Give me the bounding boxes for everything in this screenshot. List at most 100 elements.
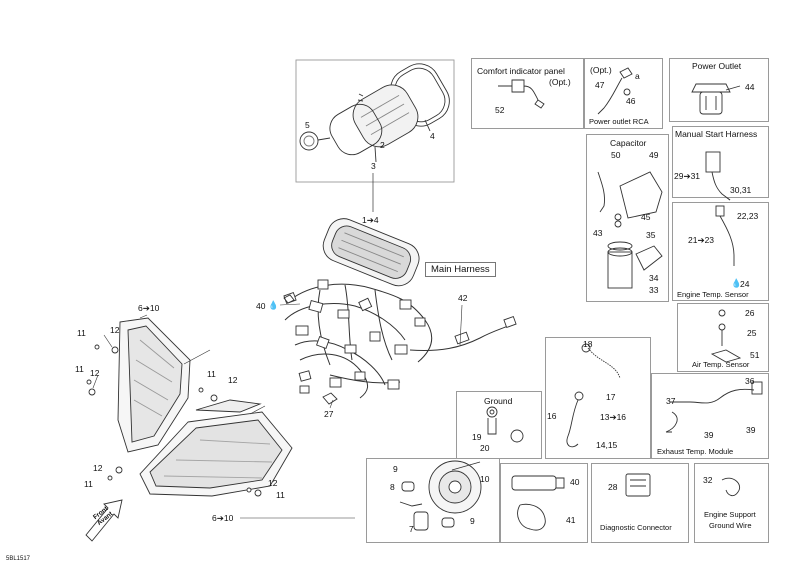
label-32: 32 xyxy=(703,475,713,485)
label-26: 26 xyxy=(745,308,755,318)
rca-opt: (Opt.) xyxy=(590,65,612,75)
support-caption-1: Engine Support xyxy=(704,510,756,519)
part-40-connector xyxy=(283,294,295,304)
gauge-ring-3 xyxy=(329,103,383,156)
label-a: a xyxy=(635,71,640,81)
label-37: 37 xyxy=(666,396,676,406)
label-25: 25 xyxy=(747,328,757,338)
label-51: 51 xyxy=(750,350,760,360)
label-52: 52 xyxy=(495,105,505,115)
front-arrow xyxy=(85,499,123,542)
gauge-cluster-2 xyxy=(352,84,419,148)
label-42: 42 xyxy=(458,293,468,303)
label-41: 41 xyxy=(566,515,576,525)
label-45: 45 xyxy=(641,212,651,222)
gauge-screw xyxy=(357,93,364,102)
label-36: 36 xyxy=(745,376,755,386)
manual-start-box xyxy=(672,126,769,198)
label-44: 44 xyxy=(745,82,755,92)
label-19: 19 xyxy=(472,432,482,442)
capacitor-title: Capacitor xyxy=(610,138,647,148)
label-39b: 39 xyxy=(746,425,756,435)
power-outlet-title: Power Outlet xyxy=(692,61,742,71)
label-24: 24 xyxy=(740,279,750,289)
label-22-23: 22,23 xyxy=(737,211,759,221)
label-43: 43 xyxy=(593,228,603,238)
label-13-16: 13➔16 xyxy=(600,412,627,422)
ground-box xyxy=(456,391,542,459)
gauge-assembly xyxy=(322,218,420,287)
label-17: 17 xyxy=(606,392,616,402)
label-18: 18 xyxy=(583,339,593,349)
label-11b: 11 xyxy=(75,364,84,374)
harness-connectors xyxy=(283,279,517,394)
label-33: 33 xyxy=(649,285,659,295)
drop-icon-24: 💧 xyxy=(731,278,742,288)
label-40b: 40 xyxy=(570,477,580,487)
label-2: 2 xyxy=(380,140,385,150)
support-box xyxy=(694,463,769,543)
label-9a: 9 xyxy=(393,464,398,474)
label-40: 40 xyxy=(256,301,266,311)
label-12b: 12 xyxy=(90,368,100,378)
drop-icon: 💧 xyxy=(268,300,279,310)
label-14-15: 14,15 xyxy=(596,440,618,450)
leader-lines xyxy=(92,303,463,519)
main-harness-title: Main Harness xyxy=(425,262,496,277)
diagram-id: 5BL1517 xyxy=(6,556,31,562)
label-20: 20 xyxy=(480,443,490,453)
comfort-title: Comfort indicator panel xyxy=(477,66,565,76)
label-5: 5 xyxy=(305,120,310,130)
power-outlet-box xyxy=(669,58,769,122)
comfort-subtitle: (Opt.) xyxy=(549,77,571,87)
label-21-23: 21➔23 xyxy=(688,235,715,245)
label-11e: 11 xyxy=(276,490,285,500)
label-1-4: 1➔4 xyxy=(362,215,379,225)
left-headlight xyxy=(117,317,191,453)
label-16: 16 xyxy=(547,411,557,421)
comfort-panel-box xyxy=(471,58,584,129)
label-12d: 12 xyxy=(93,463,103,473)
label-27: 27 xyxy=(324,409,334,419)
gauge-detail-box xyxy=(295,59,455,183)
label-29-31: 29➔31 xyxy=(674,171,701,181)
exhaust-caption: Exhaust Temp. Module xyxy=(657,447,734,456)
engine-temp-caption: Engine Temp. Sensor xyxy=(677,290,749,299)
label-28: 28 xyxy=(608,482,618,492)
label-35: 35 xyxy=(646,230,656,240)
label-46: 46 xyxy=(626,96,636,106)
air-temp-caption: Air Temp. Sensor xyxy=(692,360,750,369)
headlight-fasteners xyxy=(86,344,262,497)
label-7: 7 xyxy=(409,524,414,534)
label-11d: 11 xyxy=(84,479,93,489)
label-11a: 11 xyxy=(77,328,86,338)
label-34: 34 xyxy=(649,273,659,283)
label-3: 3 xyxy=(371,161,376,171)
right-headlight xyxy=(139,399,293,497)
exhaust-box xyxy=(651,373,769,459)
label-47: 47 xyxy=(595,80,605,90)
label-12a: 12 xyxy=(110,325,120,335)
rca-caption: Power outlet RCA xyxy=(589,117,649,126)
label-39a: 39 xyxy=(704,430,714,440)
label-11c: 11 xyxy=(207,369,216,379)
label-49: 49 xyxy=(649,150,659,160)
engine-temp-box xyxy=(672,202,769,301)
label-30-31: 30,31 xyxy=(730,185,752,195)
label-10: 10 xyxy=(480,474,490,484)
gauge-dial-5 xyxy=(299,131,319,151)
bracket-27 xyxy=(322,392,338,405)
label-8: 8 xyxy=(390,482,395,492)
label-4: 4 xyxy=(430,131,435,141)
support-caption-2: Ground Wire xyxy=(709,521,752,530)
diag-box xyxy=(591,463,689,543)
label-12c: 12 xyxy=(228,375,238,385)
label-6-10-top: 6➔10 xyxy=(138,303,160,313)
label-12e: 12 xyxy=(268,478,278,488)
capacitor-box xyxy=(586,134,669,302)
label-9b: 9 xyxy=(470,516,475,526)
ground-title: Ground xyxy=(484,396,513,406)
manual-start-title: Manual Start Harness xyxy=(675,129,758,139)
diag-caption: Diagnostic Connector xyxy=(600,523,672,532)
